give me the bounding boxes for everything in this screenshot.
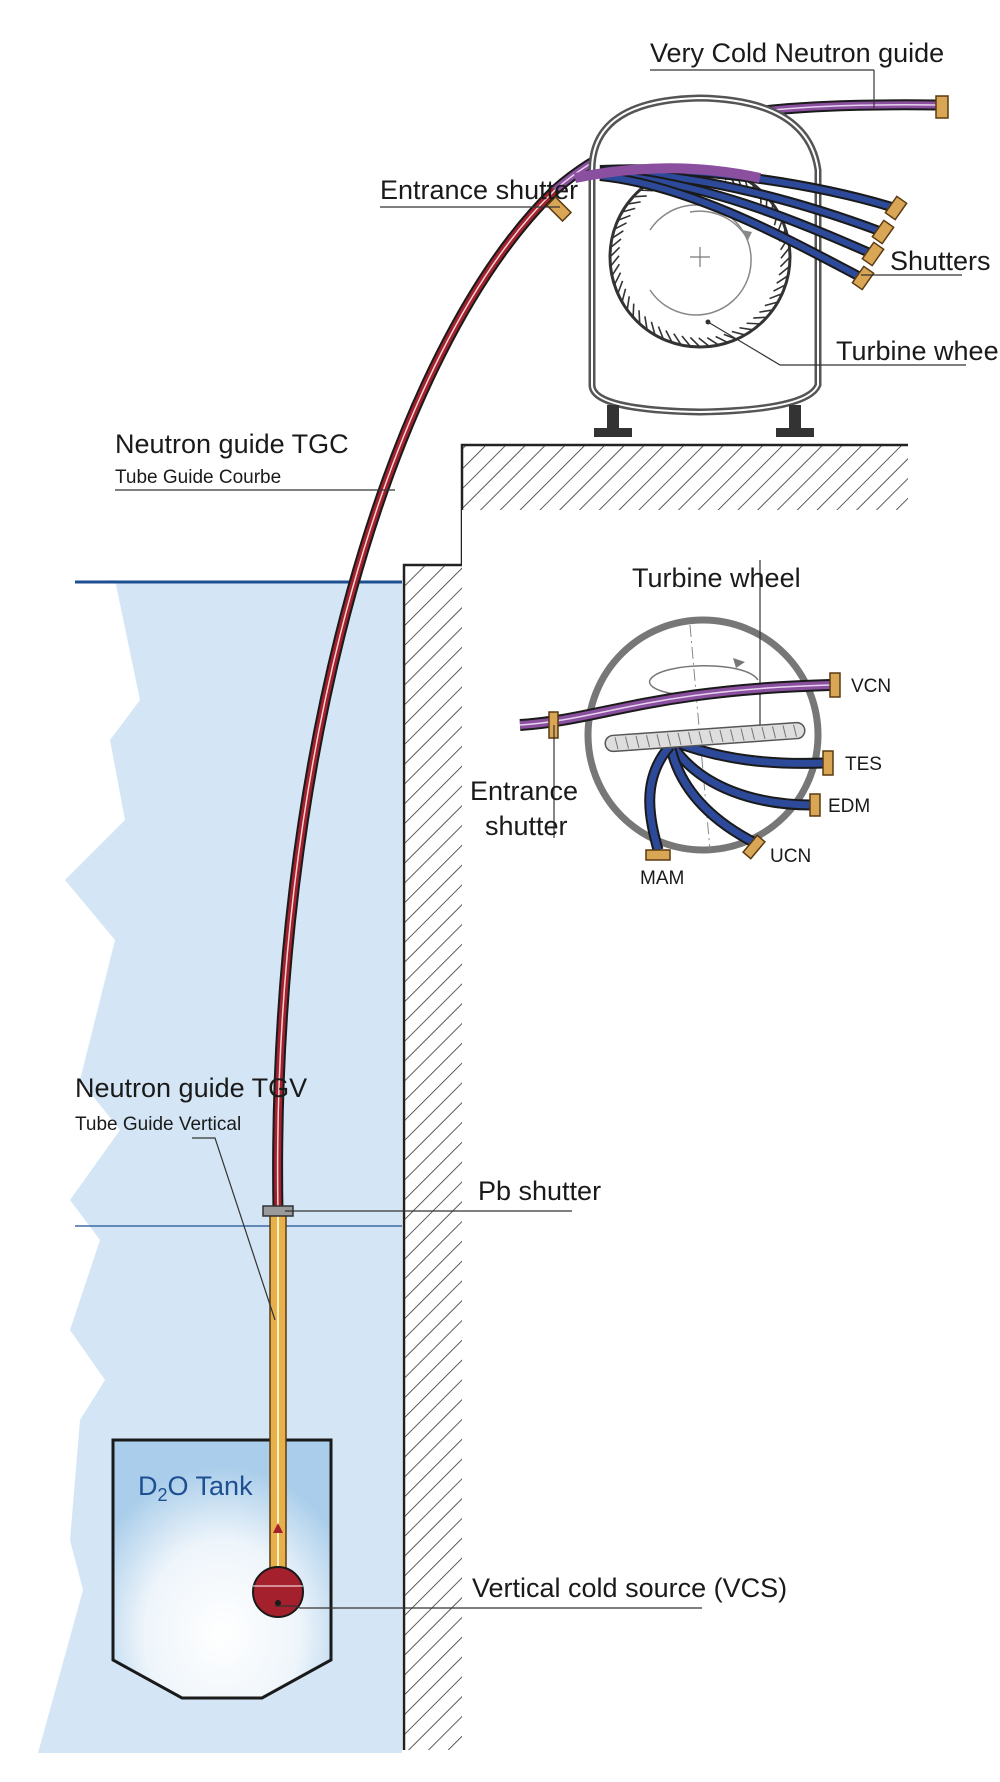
label-pb-shutter: Pb shutter	[478, 1176, 601, 1206]
label-turbine-wheel-inset: Turbine wheel	[632, 563, 801, 593]
turbine-blade	[739, 326, 754, 331]
turbine-blade	[778, 265, 791, 276]
turbine-blade	[626, 296, 631, 311]
turbine-blade	[689, 336, 701, 348]
turbine-blade	[627, 201, 641, 205]
turbine-blade	[621, 207, 636, 213]
turbine-blade	[611, 230, 624, 239]
label-neutron-guide-tgv: Neutron guide TGV	[75, 1073, 307, 1103]
rod-rib	[730, 729, 734, 742]
rod-rib	[719, 729, 724, 743]
turbine-blade	[639, 189, 654, 192]
rod-rib	[761, 726, 766, 740]
turbine-blade	[731, 330, 746, 336]
turbine-blade	[650, 321, 656, 336]
d2o-tank-label: D2O Tank	[138, 1471, 253, 1505]
rod-rib	[740, 728, 745, 741]
turbine-blade	[644, 316, 648, 330]
turbine-blade	[614, 222, 627, 230]
turbine-blade	[698, 337, 710, 348]
inset-turbine-view	[519, 560, 841, 861]
turbine-blade	[638, 310, 641, 324]
rod-rib	[614, 737, 619, 750]
turbine-blade	[746, 322, 761, 325]
turbine-blade	[780, 247, 791, 259]
turbine-vessel	[588, 94, 822, 437]
turbine-blade	[673, 333, 682, 346]
rod-rib	[793, 724, 797, 737]
turbine-blade	[609, 255, 620, 267]
turbine-blade	[764, 301, 779, 307]
turbine-blade	[769, 292, 783, 300]
turbine-blade	[617, 214, 631, 222]
rod-rib	[782, 725, 787, 738]
label-turbine-wheel-top: Turbine wheel	[836, 336, 1000, 366]
turbine-blade	[759, 309, 773, 313]
rod-rib	[667, 733, 671, 746]
label-vcn: VCN	[851, 676, 891, 697]
turbine-blade	[632, 303, 635, 318]
label-entrance-shutter-inset-2: shutter	[485, 811, 568, 841]
turbine-blade	[706, 337, 720, 346]
label-shutters: Shutters	[890, 246, 991, 276]
turbine-blade	[776, 275, 789, 284]
label-mam: MAM	[640, 868, 684, 889]
rod-rib	[677, 732, 682, 746]
shutter-block-icon	[545, 95, 949, 291]
label-tube-guide-vertical: Tube Guide Vertical	[75, 1114, 241, 1135]
output-guides-top	[574, 163, 897, 283]
label-tube-guide-courbe: Tube Guide Courbe	[115, 467, 281, 488]
label-ucn: UCN	[770, 846, 811, 867]
rod-rib	[709, 730, 713, 743]
rod-rib	[625, 736, 629, 749]
turbine-blade	[753, 316, 767, 319]
vertical-cold-source	[252, 1566, 304, 1618]
turbine-blade	[681, 335, 692, 348]
turbine-blade	[609, 246, 621, 258]
rod-rib	[656, 734, 661, 747]
turbine-blade	[611, 263, 620, 277]
rod-rib	[688, 732, 692, 745]
turbine-blade	[773, 284, 786, 292]
label-edm: EDM	[828, 796, 870, 817]
turbine-blade	[665, 330, 673, 343]
rod-rib	[635, 735, 640, 748]
vertical-guide-tgv	[269, 1211, 287, 1579]
turbine-blade	[621, 288, 627, 303]
turbine-blade	[633, 195, 647, 198]
rod-rib	[646, 734, 650, 748]
rod-rib	[698, 731, 703, 744]
rod-rib	[772, 726, 776, 739]
label-entrance-shutter-top: Entrance shutter	[380, 175, 578, 205]
turbine-blade	[779, 256, 791, 268]
turbine-blade	[657, 326, 665, 340]
label-vertical-cold-source: Vertical cold source (VCS)	[472, 1573, 787, 1603]
turbine-blade	[613, 272, 622, 286]
label-entrance-shutter-inset-1: Entrance	[470, 776, 578, 806]
label-tes: TES	[845, 754, 882, 775]
label-neutron-guide-tgc: Neutron guide TGC	[115, 429, 349, 459]
turbine-blade	[617, 280, 624, 294]
leader-lines	[115, 69, 966, 1609]
rod-rib	[751, 727, 755, 740]
turbine-blade	[715, 335, 729, 344]
turbine-blade	[609, 238, 622, 249]
label-very-cold-neutron-guide: Very Cold Neutron guide	[650, 38, 944, 68]
